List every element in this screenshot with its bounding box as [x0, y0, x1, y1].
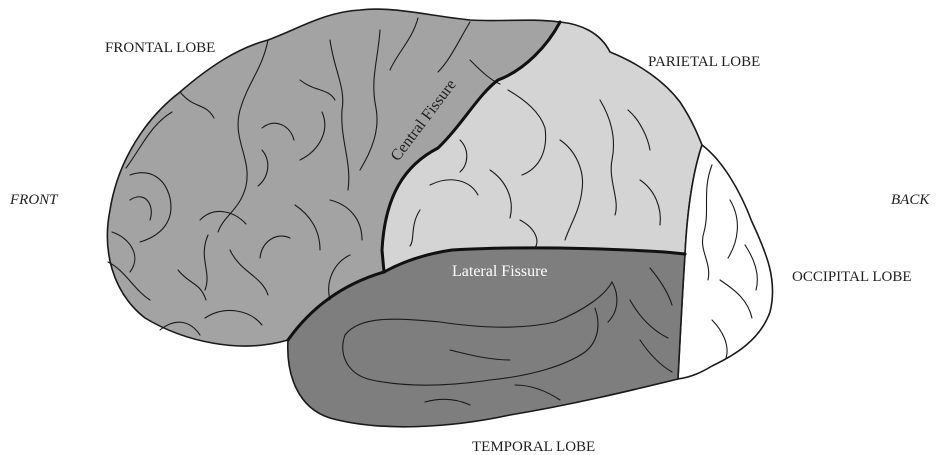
frontal-lobe-label: FRONTAL LOBE [105, 40, 215, 56]
parietal-lobe-label: PARIETAL LOBE [648, 54, 760, 70]
back-direction-label: BACK [891, 192, 930, 208]
occipital-lobe-label: OCCIPITAL LOBE [792, 269, 912, 285]
lateral-fissure-label: Lateral Fissure [452, 263, 548, 280]
front-direction-label: FRONT [9, 192, 59, 208]
temporal-lobe-label: TEMPORAL LOBE [472, 439, 595, 455]
